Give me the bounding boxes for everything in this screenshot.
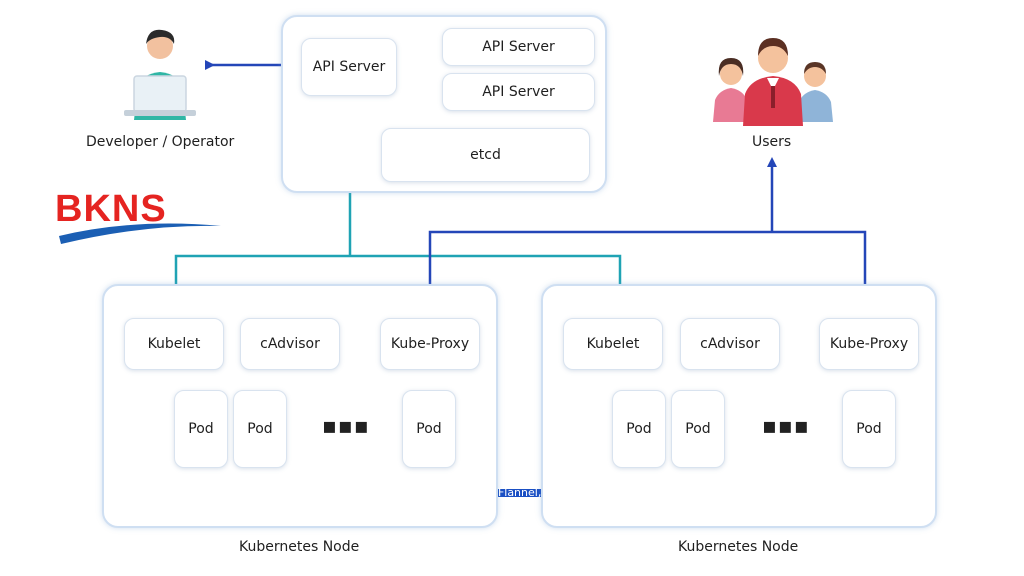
api-server-main: API Server — [301, 38, 397, 96]
etcd-box: etcd — [381, 128, 590, 182]
api-server-replica-2: API Server — [442, 73, 595, 111]
node2-ellipsis: ▪▪▪ — [762, 414, 810, 439]
node2-kube-proxy: Kube-Proxy — [819, 318, 919, 370]
api-server-replica-1: API Server — [442, 28, 595, 66]
node1-kube-proxy: Kube-Proxy — [380, 318, 480, 370]
node1-ellipsis: ▪▪▪ — [322, 414, 370, 439]
users-label: Users — [752, 134, 792, 150]
node1-label: Kubernetes Node — [239, 539, 360, 555]
developer-label: Developer / Operator — [86, 134, 235, 150]
node2-pod-2: Pod — [671, 390, 725, 468]
developer-laptop-icon — [110, 24, 210, 124]
node1-pod-1: Pod — [174, 390, 228, 468]
node2-cadvisor: cAdvisor — [680, 318, 780, 370]
users-group-icon — [705, 30, 840, 126]
node2-pod-1: Pod — [612, 390, 666, 468]
node1-pod-2: Pod — [233, 390, 287, 468]
node1-cadvisor: cAdvisor — [240, 318, 340, 370]
node2-pod-3: Pod — [842, 390, 896, 468]
plugin-network-label: Pulgin Network (eg Flannel, Wavenet, etc… — [390, 486, 622, 499]
bkns-logo: BKNS — [55, 188, 225, 246]
bkns-logo-text: BKNS — [55, 188, 167, 230]
node1-kubelet: Kubelet — [124, 318, 224, 370]
node2-kubelet: Kubelet — [563, 318, 663, 370]
node2-label: Kubernetes Node — [678, 539, 799, 555]
logo-swoosh-icon — [59, 223, 221, 244]
node1-pod-3: Pod — [402, 390, 456, 468]
